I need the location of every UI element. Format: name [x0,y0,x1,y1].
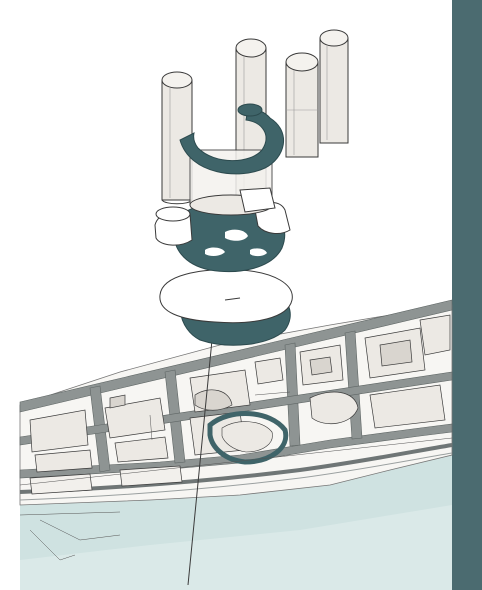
tower-base-block [240,188,275,212]
podium-layer-low [160,270,292,346]
deck-pavilion-top [156,207,190,221]
podium-slab-low [160,270,292,323]
side-band [452,0,482,590]
tower-right-2 [320,30,348,143]
crown-teal-cap [238,104,262,116]
tower-right-1 [286,53,318,157]
